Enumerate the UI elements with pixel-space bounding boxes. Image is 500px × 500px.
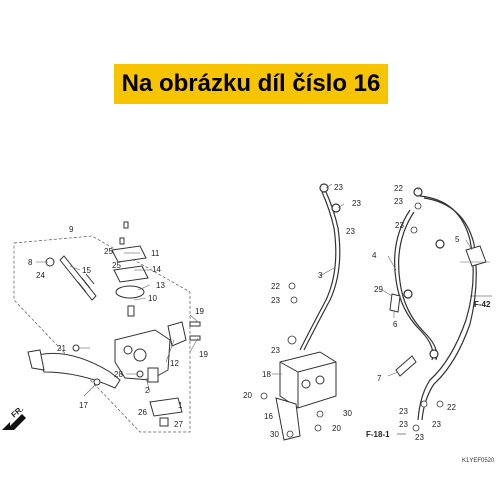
callout-9: 9 xyxy=(69,225,74,234)
callout-25a: 25 xyxy=(104,247,113,256)
callout-23-right1: 23 xyxy=(394,197,403,206)
callout-29: 29 xyxy=(374,285,383,294)
callout-23-bottom2: 23 xyxy=(399,420,408,429)
master-cylinder-outline xyxy=(13,235,191,433)
callout-30b: 30 xyxy=(270,430,279,439)
callout-4: 4 xyxy=(372,251,377,260)
callout-18: 18 xyxy=(262,370,271,379)
callout-10: 10 xyxy=(148,294,157,303)
master-cylinder-body xyxy=(114,329,171,383)
callout-23-top3: 23 xyxy=(346,227,355,236)
front-brake-hose xyxy=(299,183,341,351)
callout-7: 7 xyxy=(377,374,382,383)
callout-23-bottom1: 23 xyxy=(399,407,408,416)
ref-f18-1: F-18-1 xyxy=(366,430,390,439)
leader-lines xyxy=(36,183,490,397)
callout-22-bottom: 22 xyxy=(447,403,456,412)
ref-f42: F-42 xyxy=(474,300,491,309)
piston-assembly xyxy=(45,255,97,301)
callout-25b: 25 xyxy=(112,261,121,270)
callout-8: 8 xyxy=(28,258,33,267)
callout-3: 3 xyxy=(318,271,323,280)
small-bolts xyxy=(260,202,444,438)
callout-15: 15 xyxy=(82,266,91,275)
callout-23-mid2: 23 xyxy=(271,346,280,355)
callout-23-mid1: 23 xyxy=(271,296,280,305)
abs-modulator xyxy=(275,351,337,441)
callout-5: 5 xyxy=(455,235,460,244)
callout-20b: 20 xyxy=(332,424,341,433)
callout-30a: 30 xyxy=(343,409,352,418)
callout-28: 28 xyxy=(114,370,123,379)
callout-2: 2 xyxy=(145,386,150,395)
callout-23-bottom3: 23 xyxy=(432,420,441,429)
callout-13: 13 xyxy=(156,281,165,290)
fr-arrow-icon: FR. xyxy=(2,404,26,430)
callout-1: 1 xyxy=(178,401,183,410)
callout-24: 24 xyxy=(36,271,45,280)
callout-11: 11 xyxy=(151,249,160,258)
callout-23-right2: 23 xyxy=(395,221,404,230)
callout-17: 17 xyxy=(79,401,88,410)
callout-20a: 20 xyxy=(243,391,252,400)
callout-12: 12 xyxy=(170,359,179,368)
callout-23-bottom4: 23 xyxy=(415,433,424,442)
banjo-bolt-parts xyxy=(72,321,201,378)
callout-27: 27 xyxy=(174,420,183,429)
callout-26: 26 xyxy=(138,408,147,417)
callout-21: 21 xyxy=(57,344,66,353)
callout-14: 14 xyxy=(152,265,161,274)
callout-19b: 19 xyxy=(199,350,208,359)
part-number-banner: Na obrázku díl číslo 16 xyxy=(114,64,388,104)
hose-clamps xyxy=(389,245,487,377)
brake-lever xyxy=(27,349,121,389)
figure-code: K1YEF0520 xyxy=(462,458,495,464)
callout-23-top2: 23 xyxy=(352,199,361,208)
brake-pipes-right xyxy=(394,187,477,421)
callout-16: 16 xyxy=(264,412,273,421)
callout-23-top1: 23 xyxy=(334,183,343,192)
brake-switch xyxy=(149,397,183,427)
callout-22-right: 22 xyxy=(394,184,403,193)
callout-19a: 19 xyxy=(195,307,204,316)
callout-22-mid: 22 xyxy=(271,282,280,291)
callout-6: 6 xyxy=(393,320,398,329)
